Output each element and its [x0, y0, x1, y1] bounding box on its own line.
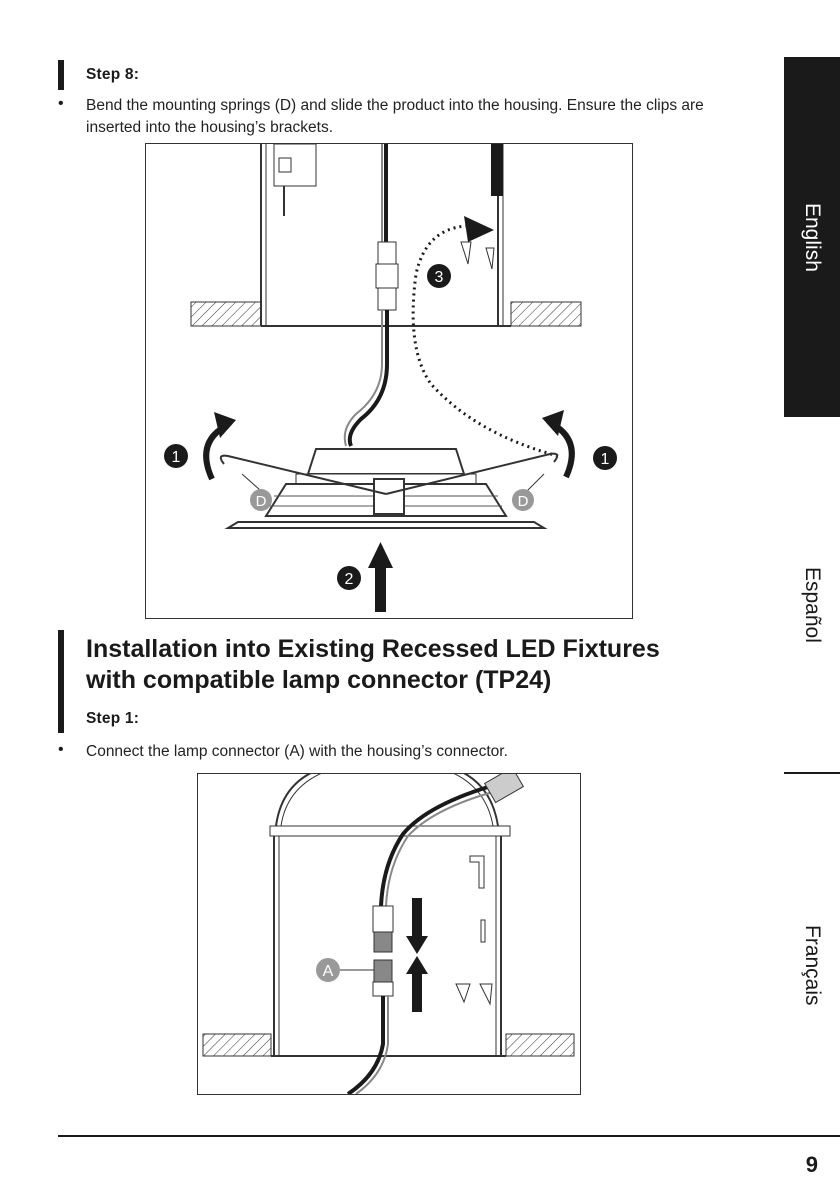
figure-step8-illustration: 1 1 2 3 D D — [145, 143, 633, 619]
page-number: 9 — [805, 1152, 818, 1177]
ceiling-left — [202, 1033, 272, 1057]
section-marker-bar — [58, 630, 64, 733]
step1-bullet: • — [58, 741, 64, 758]
section-title: Installation into Existing Recessed LED … — [86, 634, 766, 696]
ceiling-right — [510, 301, 582, 327]
part-label-d-right: D — [518, 493, 529, 510]
step8-marker-bar — [58, 60, 64, 90]
step8-bullet: • — [58, 95, 64, 112]
callout-3: 3 — [435, 269, 444, 286]
figure-step1-illustration: A — [197, 773, 581, 1095]
step1-label: Step 1: — [86, 710, 140, 727]
callout-1-right: 1 — [601, 451, 610, 468]
tab-english[interactable]: English — [784, 57, 840, 417]
part-label-d-left: D — [256, 493, 267, 510]
footer-rule — [58, 1135, 840, 1137]
callout-2: 2 — [345, 571, 354, 588]
tab-francais-label: Français — [801, 924, 824, 1006]
step8-instruction: Bend the mounting springs (D) and slide … — [86, 97, 704, 136]
step1-instruction: Connect the lamp connector (A) with the … — [86, 743, 508, 760]
part-label-a: A — [323, 963, 334, 980]
ceiling-left — [190, 301, 262, 327]
step8-label: Step 8: — [86, 66, 140, 83]
tab-francais[interactable]: Français — [784, 880, 840, 1050]
section-title-line2: with compatible lamp connector (TP24) — [86, 666, 552, 694]
tab-divider — [784, 772, 840, 774]
tab-espanol-label: Español — [801, 567, 824, 643]
tab-espanol[interactable]: Español — [784, 520, 840, 690]
tab-english-label: English — [801, 202, 824, 272]
section-title-line1: Installation into Existing Recessed LED … — [86, 635, 660, 663]
ceiling-right — [505, 1033, 575, 1057]
callout-1-left: 1 — [172, 449, 181, 466]
